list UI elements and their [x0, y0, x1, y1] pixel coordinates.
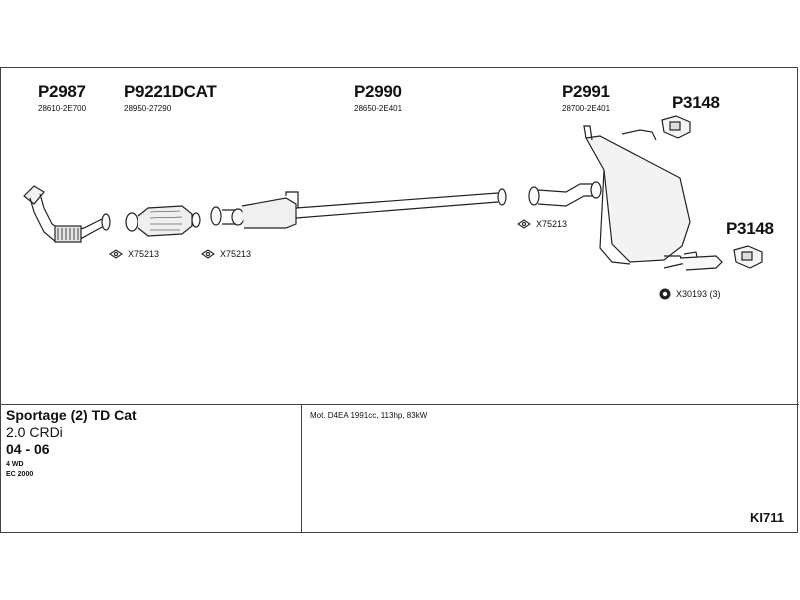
part-number-p3148-top: P3148 [672, 93, 720, 112]
gasket-ref-2: X75213 [220, 249, 252, 259]
nut-ref: X30193 (3) [676, 289, 721, 299]
rear-muffler-drawing [528, 125, 723, 271]
vehicle-engine: 2.0 CRDi [6, 424, 63, 440]
diagram-frame [0, 67, 799, 533]
gasket-ref-3: X75213 [536, 219, 568, 229]
part-number-p3148-bottom: P3148 [726, 219, 774, 238]
gasket-ref-1: X75213 [128, 249, 160, 259]
gasket-icon [201, 249, 215, 259]
middle-pipe-drawing [210, 188, 507, 229]
vehicle-drive: 4 WD [6, 461, 24, 468]
vehicle-emission: EC 2000 [6, 471, 34, 478]
part-number-p2987: P2987 [38, 82, 86, 101]
rubber-hanger-bottom-drawing [733, 245, 763, 269]
vehicle-years: 04 - 06 [6, 441, 50, 457]
oem-number-p2987: 28610-2E700 [38, 104, 87, 113]
vehicle-model: Sportage (2) TD Cat [6, 407, 137, 423]
part-number-p9221dcat: P9221DCAT [124, 82, 217, 101]
oem-number-p2991: 28700-2E401 [562, 104, 611, 113]
kit-code: KI711 [750, 510, 784, 525]
gasket-icon [109, 249, 123, 259]
part-number-p2991: P2991 [562, 82, 610, 101]
oem-number-p2990: 28650-2E401 [354, 104, 403, 113]
vehicle-info: Sportage (2) TD Cat 2.0 CRDi 04 - 06 4 W… [6, 407, 137, 478]
gasket-icon [517, 219, 531, 229]
rubber-hanger-top-drawing [661, 115, 691, 139]
nut-icon [659, 288, 671, 300]
motor-info: Mot. D4EA 1991cc, 113hp, 83kW [310, 411, 428, 420]
divider-horizontal [1, 404, 799, 405]
oem-number-p9221dcat: 28950-27290 [124, 104, 172, 113]
catalyst-drawing [125, 205, 201, 237]
divider-vertical [301, 404, 302, 533]
part-number-p2990: P2990 [354, 82, 402, 101]
front-pipe-drawing [23, 185, 111, 243]
